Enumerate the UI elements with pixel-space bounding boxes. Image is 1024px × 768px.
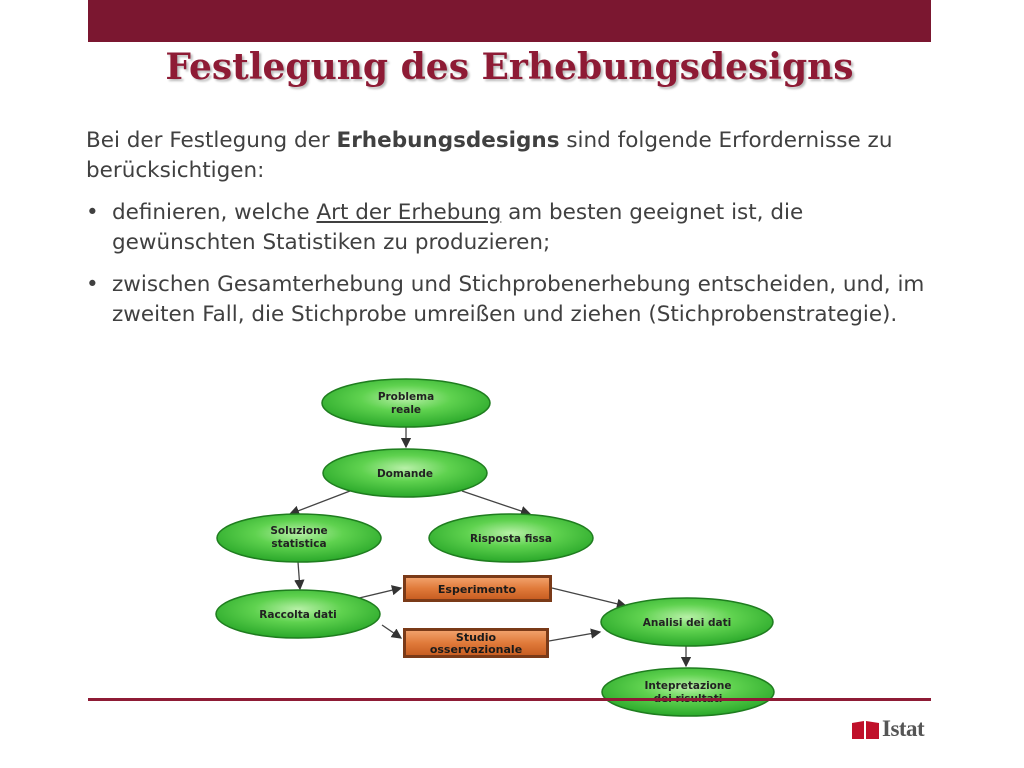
arrow-domande-soluzione — [288, 490, 351, 516]
node-interpretazione-risultati: Intepretazione dei risultati — [601, 667, 775, 717]
intro-paragraph: Bei der Festlegung der Erhebungsdesigns … — [86, 126, 946, 186]
arrow-raccolta-esperimento — [354, 585, 403, 600]
arrow-studio-analisi — [548, 628, 602, 642]
slide-title: Festlegung des Erhebungsdesigns — [165, 46, 854, 88]
node-interpretazione-label-1: Intepretazione — [645, 680, 732, 692]
node-problema-label-1: Problema — [378, 391, 434, 403]
istat-logo-icon — [852, 721, 879, 739]
node-analisi-label: Analisi dei dati — [643, 617, 732, 629]
intro-emphasis: Erhebungsdesigns — [336, 128, 560, 153]
arrow-raccolta-studio — [381, 624, 403, 639]
intro-text-end: sind folgende Erfordernisse zu berücksic… — [86, 128, 893, 183]
bullet-1-text-start: definieren, welche — [112, 200, 317, 225]
istat-logo-text: Istat — [882, 716, 925, 741]
box-esperimento-label: Esperimento — [438, 583, 517, 596]
node-problema-label-2: reale — [391, 404, 421, 416]
arrow-domande-risposta — [461, 490, 532, 517]
slide-body: Bei der Festlegung der Erhebungsdesigns … — [86, 126, 946, 342]
survey-type-link[interactable]: Art der Erhebung — [316, 200, 502, 225]
diagram-arrows — [288, 426, 692, 668]
istat-logo: Istat — [851, 716, 933, 743]
bullet-item-2: zwischen Gesamterhebung und Stichprobene… — [86, 270, 946, 330]
bullet-1-text-end: am besten geeignet ist, die gewünschten … — [112, 200, 804, 255]
header-bar — [88, 0, 931, 42]
node-risposta-fissa: Risposta fissa — [428, 513, 594, 563]
bullet-list: definieren, welche Art der Erhebung am b… — [86, 198, 946, 330]
arrow-esperimento-analisi — [551, 587, 628, 609]
node-soluzione-label-2: statistica — [271, 538, 326, 550]
bullet-item-1: definieren, welche Art der Erhebung am b… — [86, 198, 946, 258]
node-domande-label: Domande — [377, 468, 433, 480]
bullet-2-text: zwischen Gesamterhebung und Stichprobene… — [112, 272, 925, 327]
node-risposta-label: Risposta fissa — [470, 533, 552, 545]
box-esperimento: Esperimento — [403, 575, 552, 602]
node-problema-reale: Problema reale — [321, 378, 491, 428]
node-raccolta-dati: Raccolta dati — [215, 589, 381, 639]
node-raccolta-label: Raccolta dati — [259, 609, 336, 621]
node-soluzione-label-1: Soluzione — [270, 525, 327, 537]
node-analisi-dati: Analisi dei dati — [600, 597, 774, 647]
intro-text-start: Bei der Festlegung der — [86, 128, 337, 153]
arrow-soluzione-raccolta — [294, 561, 305, 591]
footer-divider — [88, 698, 931, 701]
node-domande: Domande — [322, 448, 488, 498]
box-studio-osservazionale: Studio osservazionale — [403, 628, 549, 658]
node-soluzione-statistica: Soluzione statistica — [216, 513, 382, 563]
box-studio-label-2: osservazionale — [430, 643, 522, 656]
box-studio-label-1: Studio — [456, 631, 497, 644]
